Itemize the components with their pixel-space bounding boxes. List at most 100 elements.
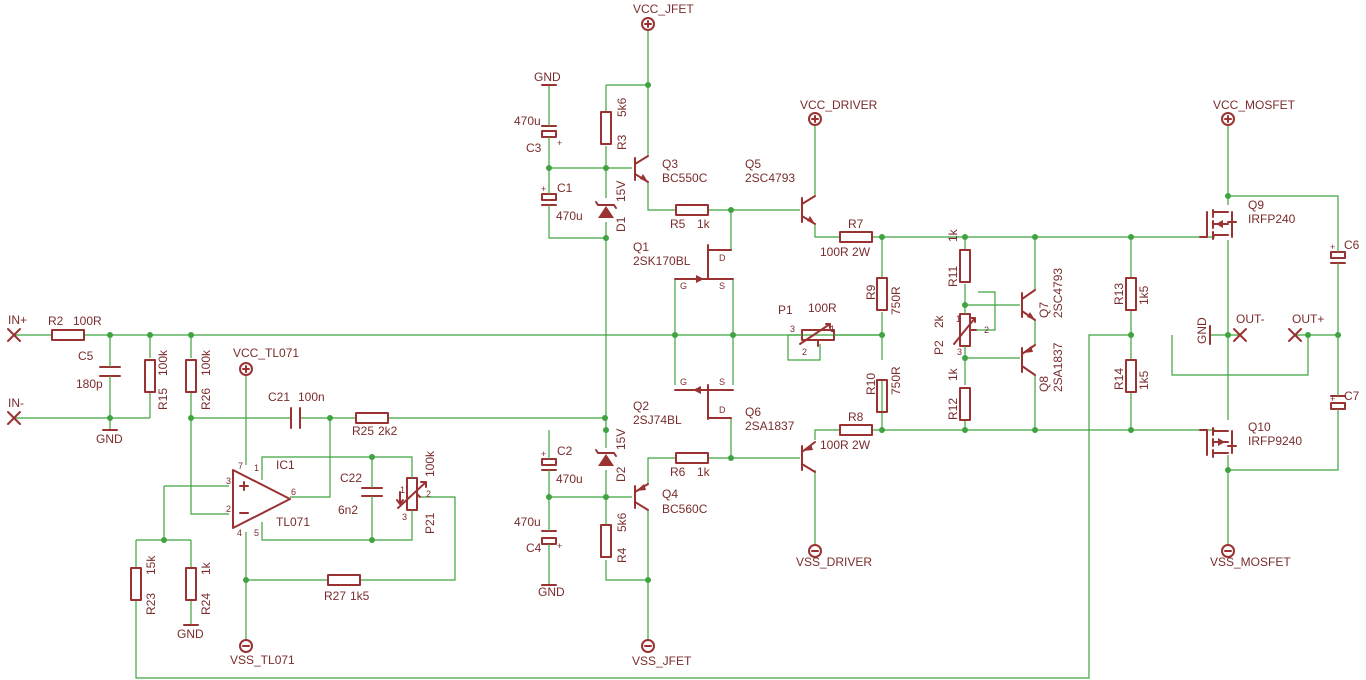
svg-text:D1: D1 xyxy=(614,216,628,232)
transistor-q6: Q6 2SA1837 xyxy=(745,405,816,473)
svg-text:+: + xyxy=(557,138,562,148)
svg-text:15k: 15k xyxy=(144,555,158,575)
svg-text:7: 7 xyxy=(238,461,243,471)
mosfet-q9: Q9 IRFP240 xyxy=(1199,198,1296,240)
svg-text:R26: R26 xyxy=(199,388,213,410)
resistor-r23: 15k R23 xyxy=(130,555,158,615)
resistor-r5: R5 1k xyxy=(670,204,711,231)
supply-vcc-mosfet: VCC_MOSFET xyxy=(1213,98,1296,126)
svg-text:1: 1 xyxy=(956,314,961,324)
svg-text:Q7: Q7 xyxy=(1037,302,1051,318)
svg-text:D: D xyxy=(719,405,726,415)
svg-text:1k: 1k xyxy=(697,465,711,479)
port-in-plus: IN+ xyxy=(7,313,27,342)
svg-text:C5: C5 xyxy=(78,349,94,363)
zener-d1: D1 15V xyxy=(595,181,628,232)
svg-text:15V: 15V xyxy=(614,181,628,202)
svg-text:15V: 15V xyxy=(614,429,628,450)
svg-text:D: D xyxy=(719,253,726,263)
svg-text:750R: 750R xyxy=(889,366,903,395)
svg-text:4: 4 xyxy=(237,528,242,538)
capacitor-c22: C22 6n2 xyxy=(338,471,383,517)
svg-text:Q2: Q2 xyxy=(633,399,649,413)
svg-text:R2: R2 xyxy=(48,314,64,328)
resistor-r8: R8 100R 2W xyxy=(820,410,873,452)
port-out-plus: OUT+ xyxy=(1288,312,1324,342)
svg-text:3: 3 xyxy=(790,324,795,334)
svg-text:1k: 1k xyxy=(946,228,960,242)
junctions xyxy=(107,82,1341,583)
svg-text:1: 1 xyxy=(400,485,405,495)
svg-text:C2: C2 xyxy=(557,444,573,458)
resistor-r26: 100k R26 xyxy=(185,349,213,410)
svg-text:Q5: Q5 xyxy=(745,157,761,171)
svg-text:1: 1 xyxy=(830,324,835,334)
svg-text:5k6: 5k6 xyxy=(615,97,629,117)
svg-text:R12: R12 xyxy=(946,398,960,420)
resistor-r15: 100k R15 xyxy=(144,349,170,410)
svg-text:VCC_MOSFET: VCC_MOSFET xyxy=(1213,98,1296,112)
svg-text:2SJ74BL: 2SJ74BL xyxy=(633,413,682,427)
svg-text:R6: R6 xyxy=(670,465,686,479)
port-out-minus: OUT- xyxy=(1233,312,1265,342)
svg-text:100k: 100k xyxy=(156,349,170,376)
resistor-r24: 1k R24 xyxy=(185,561,213,615)
svg-text:+: + xyxy=(1330,242,1335,252)
svg-text:2SA1837: 2SA1837 xyxy=(745,419,795,433)
mosfet-q10: Q10 IRFP9240 xyxy=(1199,420,1302,458)
resistor-r4: 5k6 R4 xyxy=(600,512,629,563)
svg-text:1k5: 1k5 xyxy=(350,589,370,603)
svg-text:R25: R25 xyxy=(352,424,374,438)
transistor-q4: Q4 BC560C xyxy=(634,483,708,516)
svg-text:6n2: 6n2 xyxy=(338,503,358,517)
svg-text:R10: R10 xyxy=(864,373,878,395)
svg-text:470u: 470u xyxy=(556,209,583,223)
resistor-r11: R11 1k xyxy=(946,228,971,287)
svg-text:IRFP9240: IRFP9240 xyxy=(1248,434,1302,448)
svg-text:2SA1837: 2SA1837 xyxy=(1051,342,1065,392)
gnd-symbol-input: GND xyxy=(96,429,123,446)
svg-text:IN-: IN- xyxy=(8,396,24,410)
resistor-r12: R12 1k xyxy=(946,367,971,421)
gnd-symbol-c3: GND xyxy=(534,70,561,86)
svg-text:2: 2 xyxy=(426,489,431,499)
svg-text:1k: 1k xyxy=(946,367,960,381)
svg-text:+: + xyxy=(1330,394,1335,404)
svg-text:Q8: Q8 xyxy=(1037,376,1051,392)
svg-text:+: + xyxy=(541,184,546,194)
supply-vcc-jfet: VCC_JFET xyxy=(633,2,694,31)
svg-text:2k2: 2k2 xyxy=(378,424,398,438)
port-in-minus: IN- xyxy=(7,396,24,425)
svg-text:3: 3 xyxy=(226,476,231,486)
svg-text:VCC_TL071: VCC_TL071 xyxy=(233,346,299,360)
svg-text:R24: R24 xyxy=(199,593,213,615)
capacitor-c1: + C1 470u xyxy=(541,181,583,223)
svg-text:GND: GND xyxy=(96,432,123,446)
capacitor-c4: + 470u C4 xyxy=(514,515,562,555)
resistor-r14: R14 1k5 xyxy=(1112,359,1151,393)
potentiometer-p2: 1 3 2 2k P2 xyxy=(932,310,989,358)
svg-text:Q1: Q1 xyxy=(633,240,649,254)
svg-text:R14: R14 xyxy=(1112,368,1126,390)
svg-text:+: + xyxy=(541,449,546,459)
svg-text:BC560C: BC560C xyxy=(662,502,708,516)
jfet-q1: G S D Q1 2SK170BL xyxy=(633,240,734,291)
svg-text:3: 3 xyxy=(957,347,962,357)
svg-text:VCC_JFET: VCC_JFET xyxy=(633,2,694,16)
svg-text:1k: 1k xyxy=(199,561,213,575)
svg-text:1: 1 xyxy=(254,463,259,473)
supply-vss-mosfet: VSS_MOSFET xyxy=(1210,544,1291,569)
svg-text:R27: R27 xyxy=(324,589,346,603)
gnd-symbol-output: GND xyxy=(1195,317,1211,345)
svg-text:OUT-: OUT- xyxy=(1236,312,1265,326)
svg-text:Q6: Q6 xyxy=(745,405,761,419)
svg-text:6: 6 xyxy=(291,487,296,497)
svg-text:Q3: Q3 xyxy=(662,157,678,171)
svg-text:100k: 100k xyxy=(199,349,213,376)
svg-text:BC550C: BC550C xyxy=(662,171,708,185)
svg-text:2: 2 xyxy=(802,347,807,357)
svg-text:G: G xyxy=(680,377,687,387)
gnd-symbol-c4: GND xyxy=(538,584,565,599)
svg-text:2SK170BL: 2SK170BL xyxy=(633,254,691,268)
